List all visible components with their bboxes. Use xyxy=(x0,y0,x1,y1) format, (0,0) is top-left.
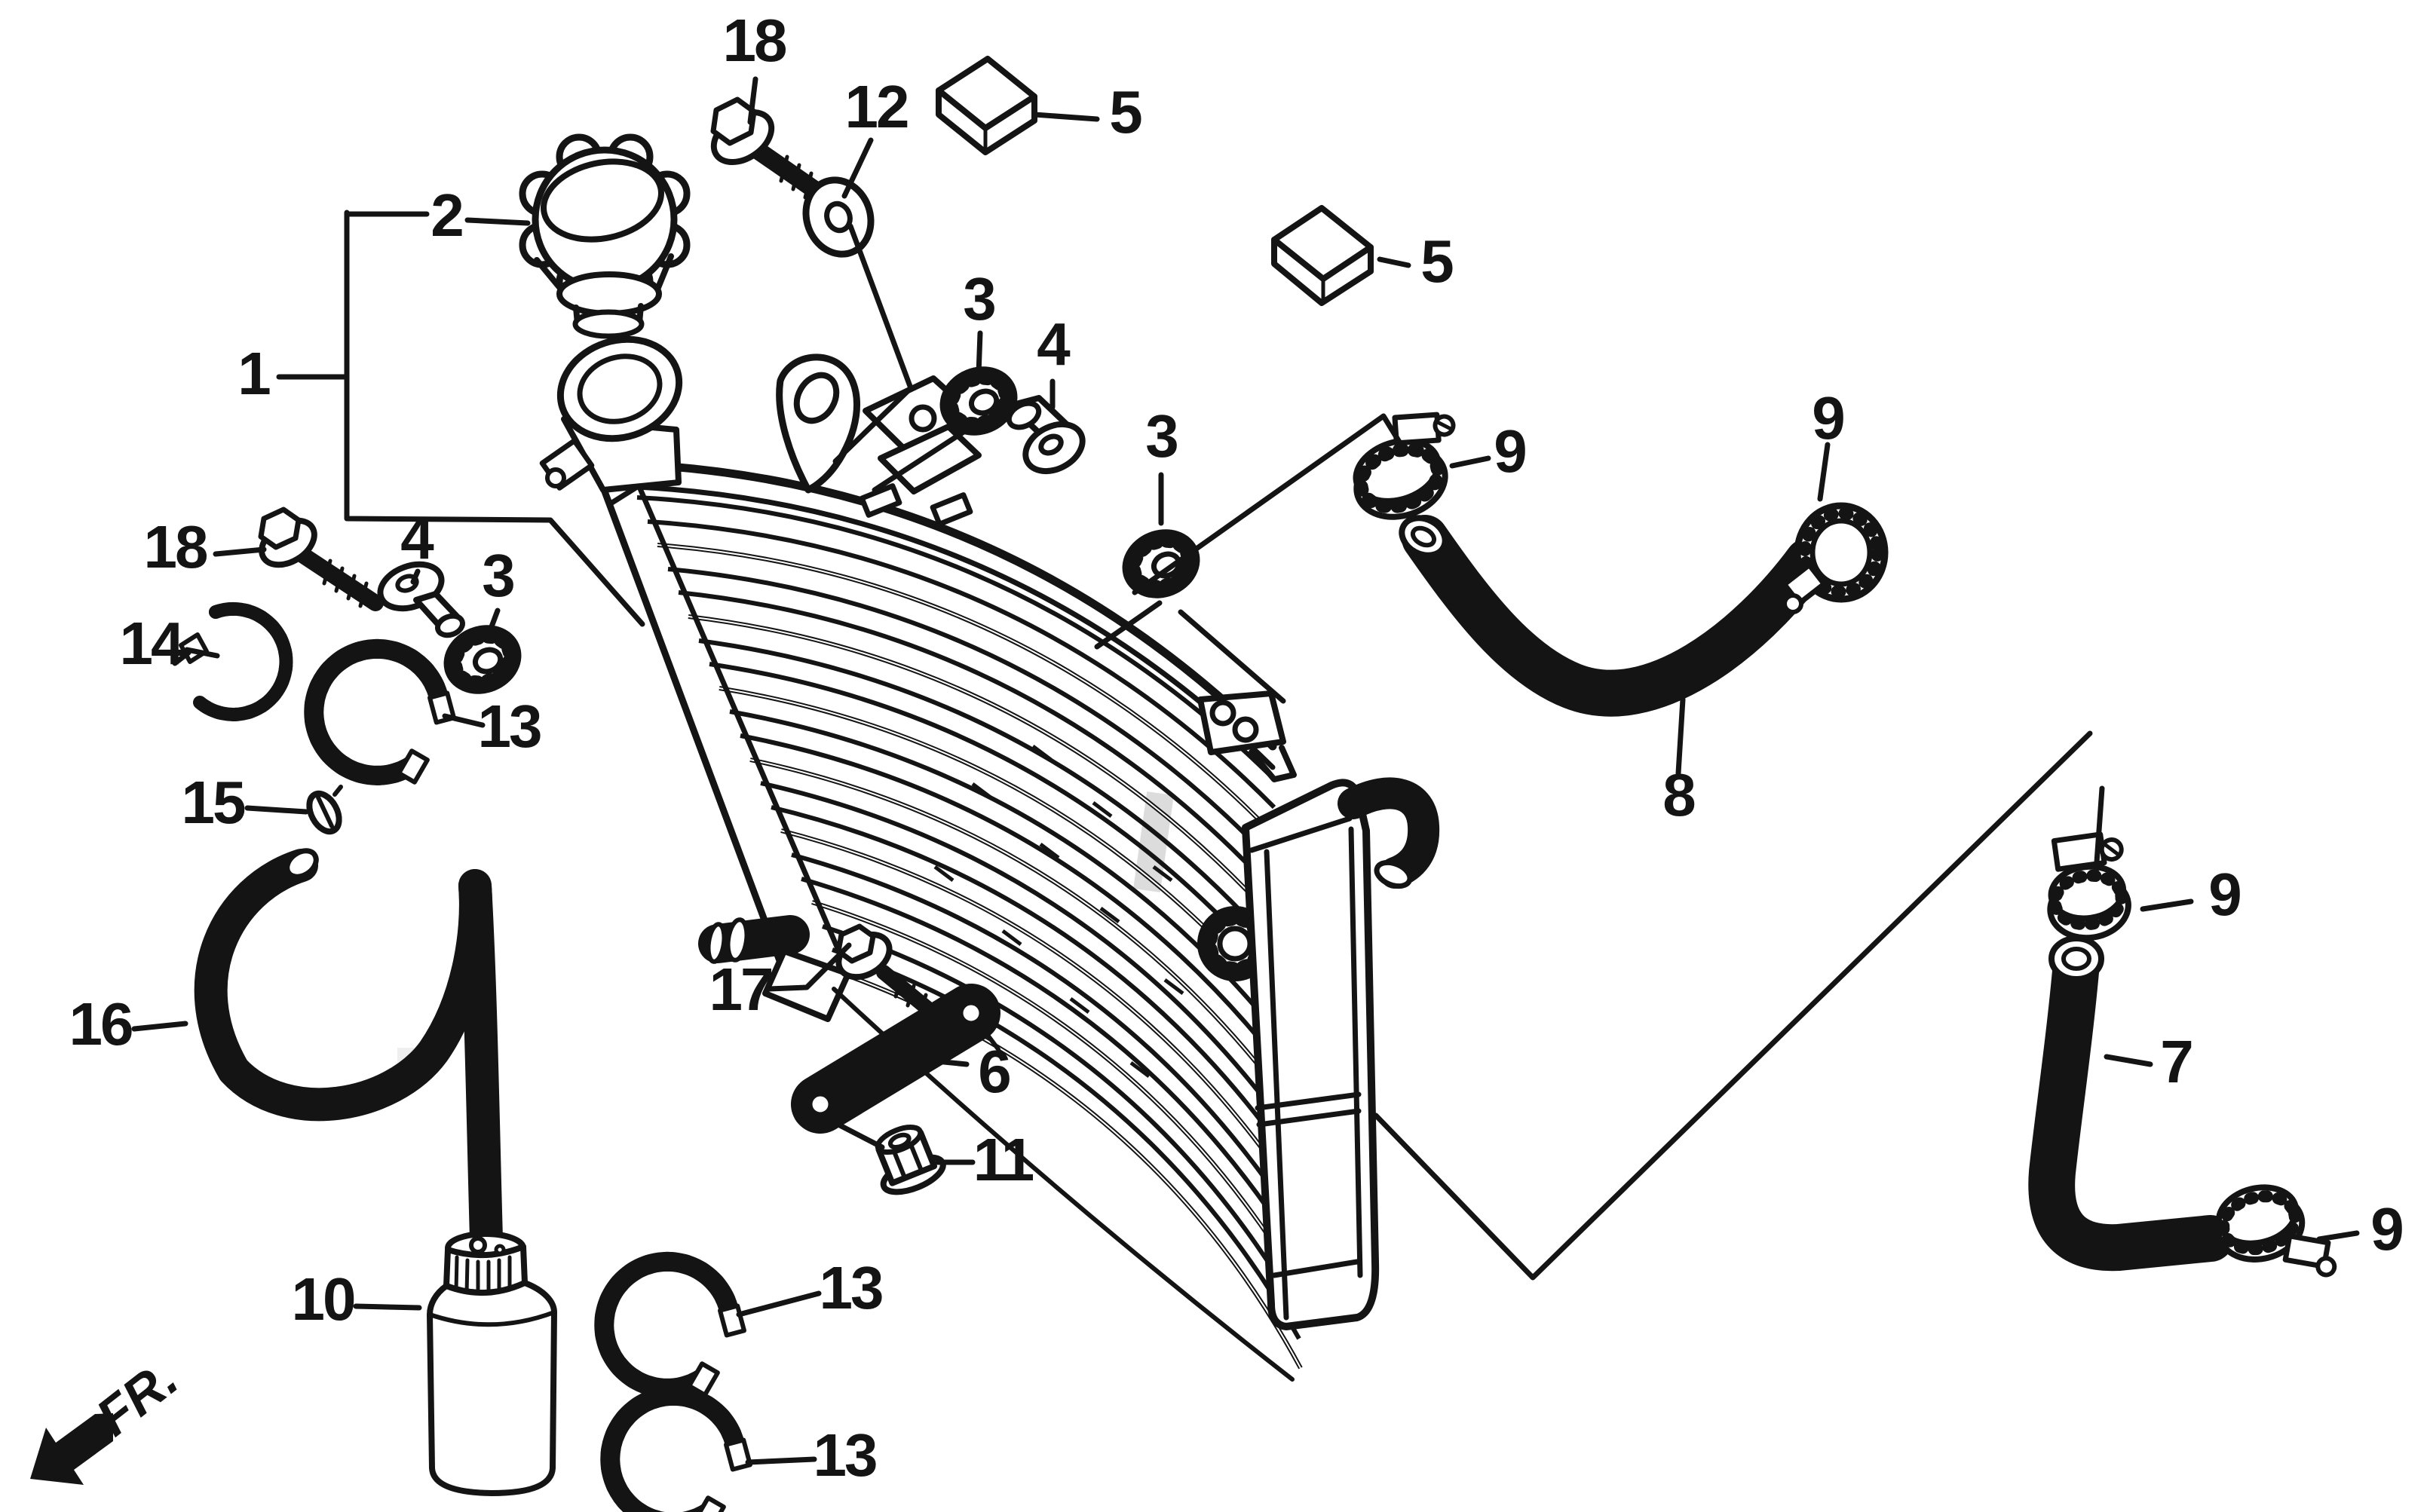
callout-15: 15 xyxy=(182,769,245,836)
drain-tube xyxy=(698,915,810,964)
mount-grommet-3-right xyxy=(1122,529,1200,598)
callout-4a: 4 xyxy=(1037,311,1071,378)
callout-7: 7 xyxy=(2160,1028,2192,1095)
front-arrow-icon xyxy=(30,1413,113,1485)
callout-11: 11 xyxy=(973,1126,1034,1193)
spring-clamp-13b xyxy=(594,1251,746,1398)
callout-5b: 5 xyxy=(1420,228,1453,295)
callout-3b: 3 xyxy=(1145,402,1177,470)
callout-3c: 3 xyxy=(482,542,513,609)
callout-16: 16 xyxy=(69,990,132,1057)
stay-bracket-6 xyxy=(791,984,1000,1134)
rubber-cushion-5-top xyxy=(936,56,1037,155)
callout-10: 10 xyxy=(292,1266,354,1333)
hose-clamp-9d xyxy=(2215,1184,2337,1278)
water-hose-7 xyxy=(2028,935,2234,1272)
callout-13a: 13 xyxy=(478,693,541,760)
callout-14: 14 xyxy=(120,610,185,677)
flange-nut-11 xyxy=(875,1125,946,1195)
water-hose-8 xyxy=(1399,515,1831,717)
collar-4-upper xyxy=(1006,395,1086,475)
front-direction-indicator: FR. xyxy=(30,1348,188,1485)
filler-neck xyxy=(539,335,683,493)
callout-labels: 1 2 3 3 3 4 4 5 5 6 7 8 9 9 9 9 10 11 12… xyxy=(69,7,2405,1489)
tank-top-bracket xyxy=(1197,690,1297,782)
callout-9d: 9 xyxy=(2370,1195,2402,1263)
neck-tube-clamp xyxy=(539,438,595,491)
spring-clamp-13c xyxy=(600,1385,752,1512)
leader-lines xyxy=(131,76,2360,1465)
cap-plug xyxy=(572,309,645,339)
callout-6: 6 xyxy=(978,1038,1010,1105)
callout-8: 8 xyxy=(1662,761,1695,828)
callout-3a: 3 xyxy=(963,265,994,332)
mount-grommet-3-upper xyxy=(939,366,1018,436)
callout-13c: 13 xyxy=(814,1422,876,1489)
callout-9a: 9 xyxy=(1494,418,1525,485)
callout-18a: 18 xyxy=(723,7,786,74)
rubber-cushion-5-right xyxy=(1271,205,1374,306)
callout-1: 1 xyxy=(237,340,270,407)
hose-clamp-9c xyxy=(2047,831,2131,941)
hose-clamp-9b xyxy=(1782,502,1889,614)
callout-18b: 18 xyxy=(144,513,207,580)
left-channel-inner xyxy=(636,484,849,971)
radiator-right-tank xyxy=(1197,690,1440,1330)
reserve-tank-bottle xyxy=(427,1231,557,1496)
callout-4b: 4 xyxy=(400,504,434,571)
callout-9b: 9 xyxy=(1812,384,1843,451)
left-channel-outer xyxy=(601,488,789,981)
mount-grommet-3-left xyxy=(443,625,522,694)
hose-clamp-9a xyxy=(1353,412,1456,520)
tube-clip-15 xyxy=(306,785,343,835)
radiator-core xyxy=(600,354,1303,1382)
spring-clamp-13a xyxy=(304,638,456,785)
radiator-top-rail-inner xyxy=(608,484,1276,770)
callout-2: 2 xyxy=(431,182,462,249)
callout-5a: 5 xyxy=(1109,78,1141,145)
wire-clip-14 xyxy=(172,602,293,721)
cap-skirt xyxy=(534,253,674,294)
upper-mount-tab-hole xyxy=(793,372,840,424)
callout-12: 12 xyxy=(845,73,908,140)
flange-bolt-18-left xyxy=(258,507,384,611)
callout-17: 17 xyxy=(709,956,772,1023)
callout-9c: 9 xyxy=(2208,861,2240,928)
radiator-cap xyxy=(519,133,691,339)
callout-13b: 13 xyxy=(820,1254,882,1321)
radiator-top-rail-outer xyxy=(600,460,1277,751)
tank-outlet-pipe xyxy=(1338,777,1440,889)
cap-top-face xyxy=(541,158,664,243)
